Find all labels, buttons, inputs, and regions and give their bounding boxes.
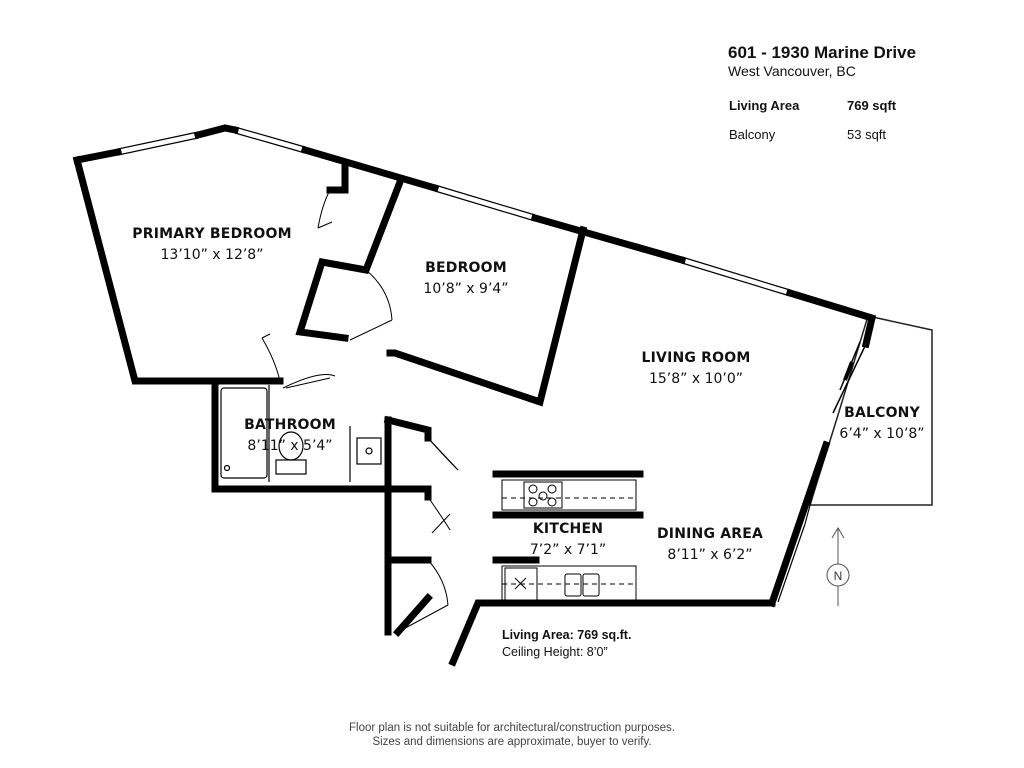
- area-notes: Living Area: 769 sq.ft. Ceiling Height: …: [502, 627, 631, 661]
- stat-living-value: 769 sqft: [847, 98, 897, 113]
- room-living-room-dims: 15’8” x 10’0”: [648, 371, 744, 387]
- exterior-walls: [72, 124, 877, 667]
- room-bathroom-name: BATHROOM: [244, 417, 336, 433]
- room-balcony-name: BALCONY: [844, 405, 920, 421]
- door-swings: [261, 189, 459, 633]
- room-bedroom-name: BEDROOM: [425, 260, 507, 276]
- disclaimer-line-2: Sizes and dimensions are approximate, bu…: [372, 736, 652, 748]
- room-kitchen-name: KITCHEN: [532, 521, 604, 537]
- stat-balcony-value: 53 sqft: [847, 127, 887, 142]
- room-living-room-name: LIVING ROOM: [641, 350, 751, 366]
- stat-living-label: Living Area: [729, 98, 800, 113]
- compass-icon: N: [826, 527, 850, 606]
- room-bathroom-dims: 8’11” x 5’4”: [247, 438, 333, 454]
- room-dining-area-name: DINING AREA: [656, 526, 764, 542]
- room-dining-area-dims: 8’11” x 6’2”: [667, 547, 753, 563]
- balcony-sliding-door: [832, 341, 867, 414]
- note-ceiling-height: Ceiling Height: 8’0”: [502, 645, 608, 659]
- room-primary-bedroom-name: PRIMARY BEDROOM: [132, 226, 292, 242]
- room-balcony-dims: 6’4” x 10’8”: [839, 426, 925, 442]
- listing-city: West Vancouver, BC: [728, 63, 856, 79]
- stat-balcony-label: Balcony: [729, 127, 776, 142]
- room-primary-bedroom-dims: 13’10” x 12’8”: [160, 247, 264, 263]
- note-living-area: Living Area: 769 sq.ft.: [502, 628, 632, 642]
- disclaimer-line-1: Floor plan is not suitable for architect…: [349, 722, 675, 734]
- balcony-outline: [808, 315, 933, 506]
- interior-walls: [211, 164, 588, 637]
- bathroom-fixtures: [220, 385, 382, 482]
- room-kitchen-dims: 7’2” x 7’1”: [529, 542, 607, 558]
- kitchen-fixtures: [501, 479, 637, 603]
- compass-label: N: [834, 569, 843, 583]
- listing-address: 601 - 1930 Marine Drive: [728, 43, 917, 62]
- room-bedroom-dims: 10’8” x 9’4”: [423, 281, 509, 297]
- windows: [117, 126, 827, 603]
